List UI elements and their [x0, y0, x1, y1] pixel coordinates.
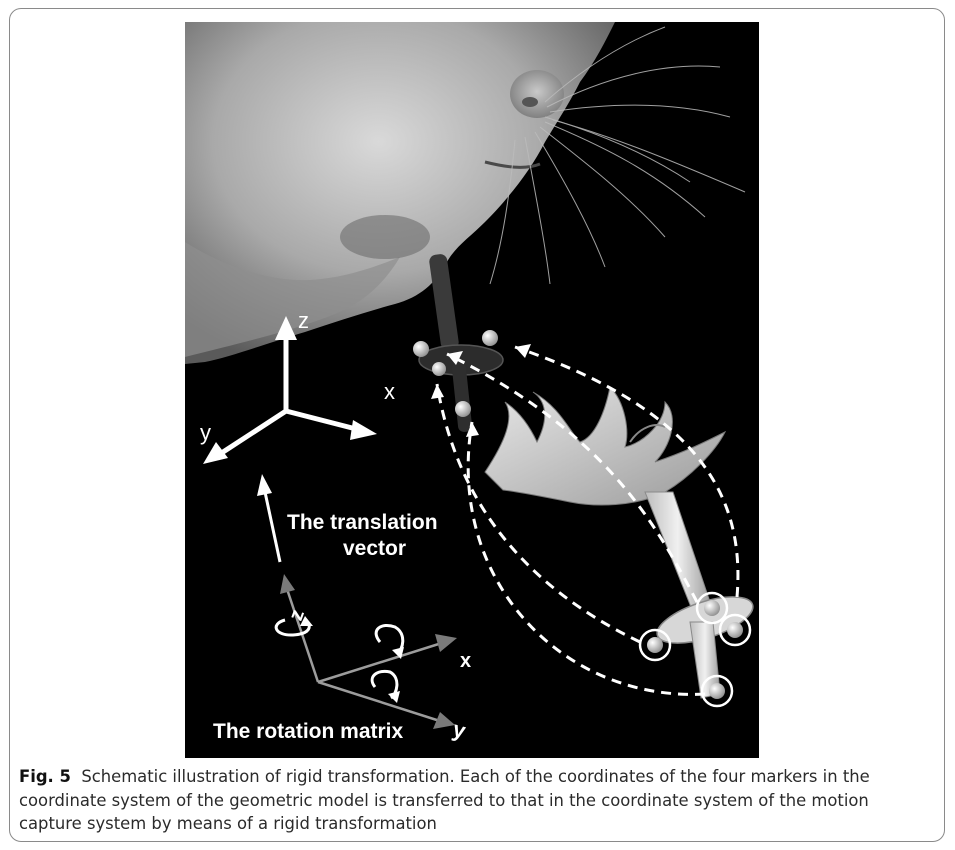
local-x-label: x	[460, 650, 471, 672]
translation-label-line1: The translation	[287, 511, 438, 534]
global-y-label: y	[200, 420, 211, 445]
figure-label: Fig. 5	[19, 767, 71, 786]
rotation-label: The rotation matrix	[213, 720, 404, 743]
figure-caption: Fig. 5 Schematic illustration of rigid t…	[19, 765, 931, 836]
figure-image: z x y The translation vector z x y The r…	[185, 22, 759, 758]
global-z-label: z	[298, 308, 309, 333]
translation-label-line2: vector	[343, 537, 406, 560]
caption-text: Schematic illustration of rigid transfor…	[19, 767, 870, 833]
global-x-label: x	[384, 379, 395, 404]
